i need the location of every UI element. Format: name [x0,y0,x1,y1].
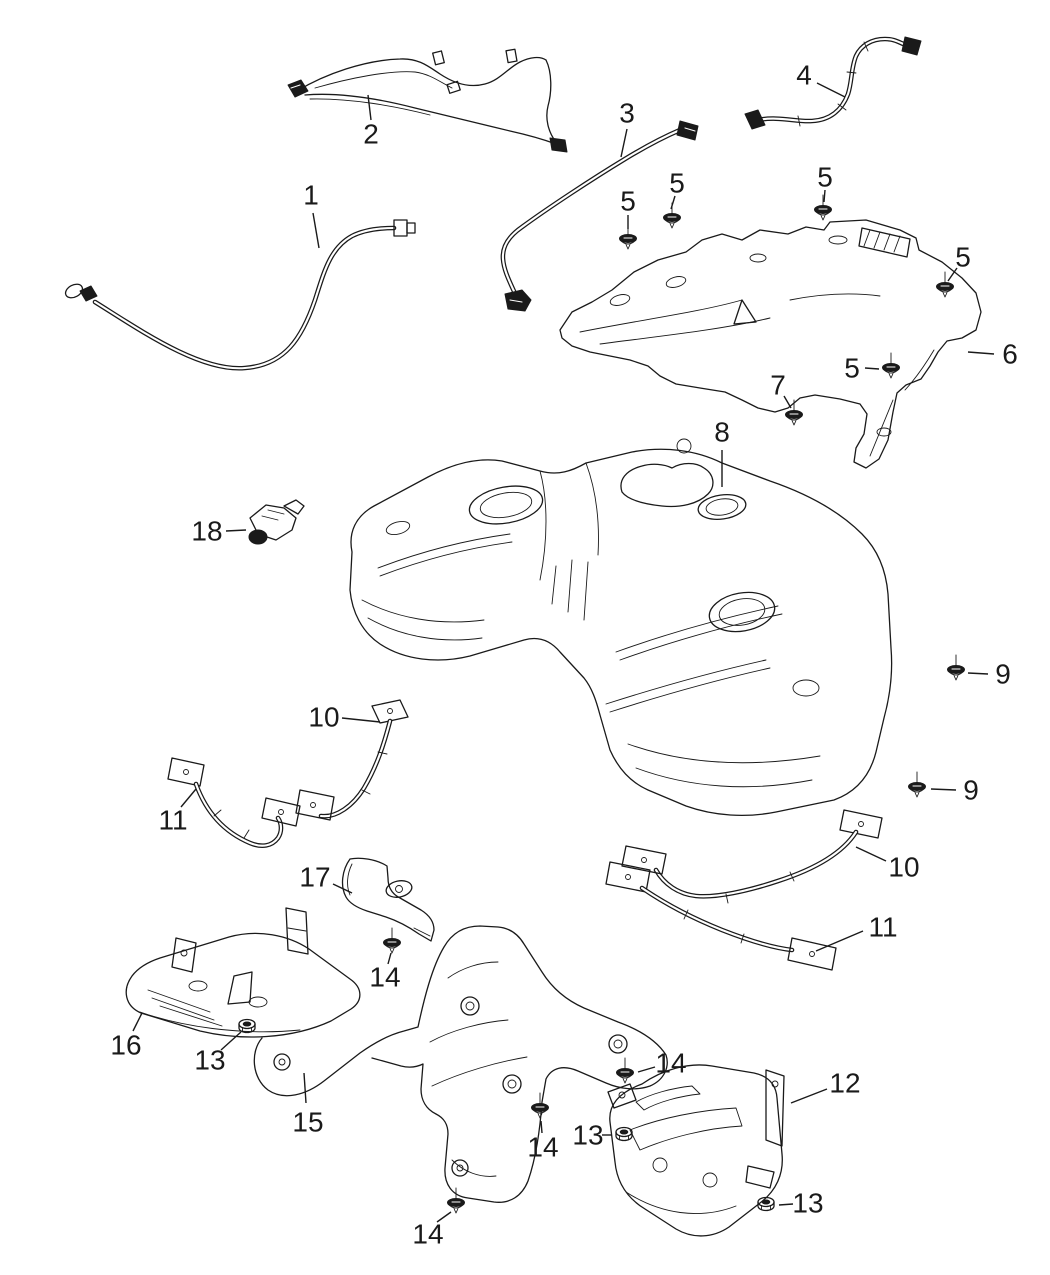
callout-label-5: 5 [817,162,833,193]
part-15-lower-shield-center [253,925,668,1203]
callout-leader-line [823,189,826,203]
callout-leader-line [220,1031,242,1051]
callout-label-13: 13 [792,1188,823,1219]
callout-label-18: 18 [191,516,222,547]
callout-leader-line [436,1211,452,1223]
part-11-tank-strap-rear [605,861,837,971]
callout-leader-line [312,212,320,249]
callout-label-9: 9 [963,775,979,806]
callout-label-11: 11 [868,912,897,943]
callout-leader-line [180,788,197,808]
callout-label-5: 5 [620,186,636,217]
callout-label-5: 5 [955,242,971,273]
part-18-fuel-tank-pressure-sensor [248,499,305,545]
callout-leader-line [930,788,957,791]
callout-leader-line [637,1066,656,1073]
callout-label-17: 17 [299,862,330,893]
callout-leader-line [225,529,247,532]
part-4-fuel-filler-vent-hose [744,36,922,130]
callout-label-3: 3 [619,98,635,129]
callout-leader-line [967,672,989,675]
callout-leader-line [815,930,864,952]
callout-leader-line [303,1072,307,1104]
callout-label-15: 15 [292,1107,323,1138]
callout-label-13: 13 [194,1045,225,1076]
callout-leader-line [540,1120,543,1134]
callout-label-14: 14 [412,1219,443,1250]
callout-label-1: 1 [303,180,319,211]
callout-label-16: 16 [110,1030,141,1061]
callout-label-7: 7 [770,370,786,401]
callout-leader-line [387,952,392,965]
callout-leader-line [367,94,372,121]
part-8-fuel-tank [349,438,893,817]
part-17-support-bracket [341,857,435,942]
callout-leader-line [341,717,381,723]
callout-label-9: 9 [995,659,1011,690]
part-10-tank-strap-front [295,699,409,821]
callout-label-12: 12 [829,1068,860,1099]
callout-label-11: 11 [158,805,187,836]
callout-label-13: 13 [572,1120,603,1151]
part-6-upper-heat-shield [559,219,982,469]
callout-label-5: 5 [844,353,860,384]
callout-label-14: 14 [369,962,400,993]
callout-label-4: 4 [796,60,812,91]
callout-leader-line [967,351,995,355]
callout-leader-line [816,82,846,98]
callout-leader-line [132,1012,143,1032]
callout-leader-line [790,1088,828,1104]
callout-label-14: 14 [527,1132,558,1163]
part-12-lower-shield-rear [607,1064,785,1237]
callout-label-6: 6 [1002,339,1018,370]
callout-leader-line [620,128,628,158]
callout-label-10: 10 [308,702,339,733]
part-16-skid-plate [125,907,361,1038]
callout-leader-line [864,367,880,370]
callout-leader-line [947,267,958,282]
callout-leader-line [778,1203,794,1206]
part-11-tank-strap-front [167,757,301,849]
callout-leader-line [670,195,676,210]
callout-label-2: 2 [363,119,379,150]
callout-leader-line [332,883,353,894]
callout-leader-line [783,395,792,409]
part-10-tank-strap-rear [621,809,883,904]
part-1-fuel-vapor-tube [64,219,416,371]
part-3-fuel-vent-tube [500,120,699,312]
callout-label-14: 14 [655,1048,686,1079]
callout-label-10: 10 [888,852,919,883]
callout-label-5: 5 [669,168,685,199]
part-2-fuel-tank-wiring-harness [287,48,568,153]
callout-label-8: 8 [714,417,730,448]
callout-leader-line [855,846,887,862]
